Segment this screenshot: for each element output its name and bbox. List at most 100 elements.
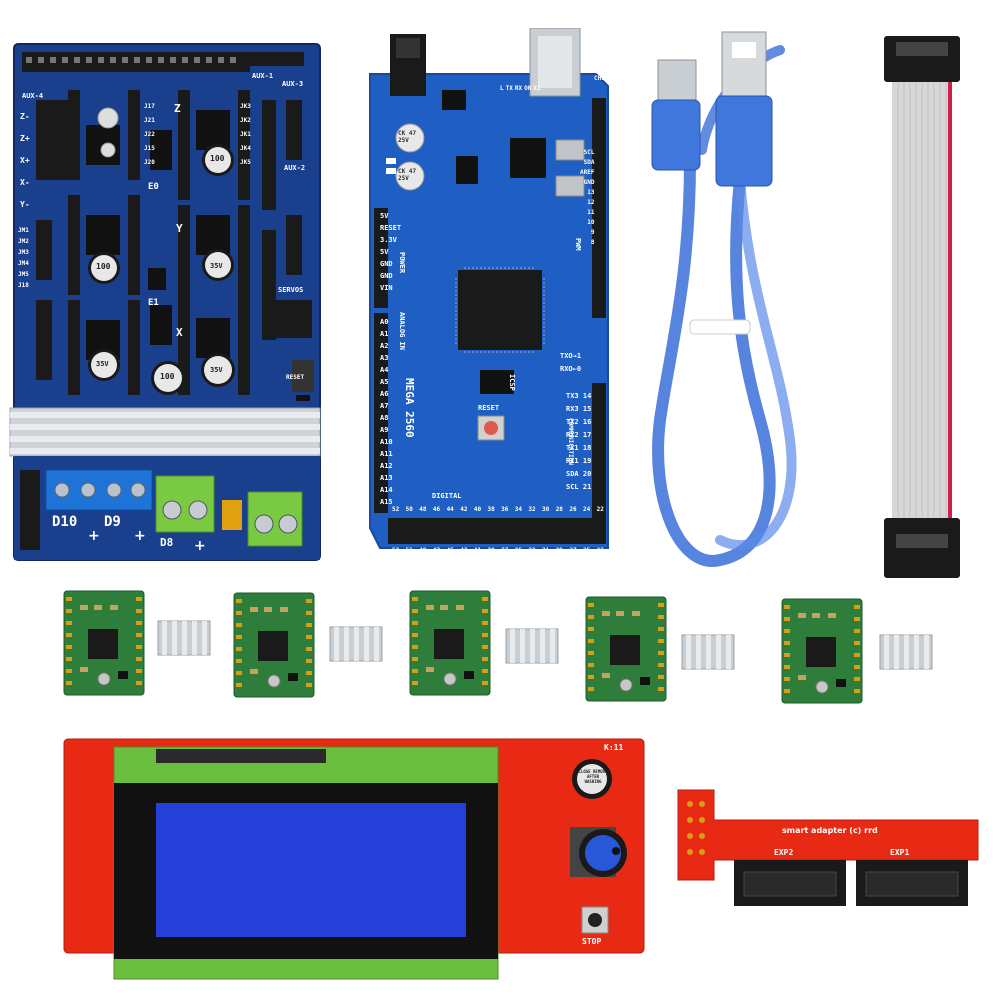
pin-label: 51 [405,547,413,554]
pin-label: 9 [590,229,595,236]
ramps-label-servos: SERVOS [278,286,304,294]
pin-label: 29 [555,547,563,554]
jumper-label: JM5 [18,271,29,278]
pin-label: 5V [380,248,389,256]
ramps-jumper-labels-mid: J17 J21 J22 J15 J20 [144,100,155,170]
ramps-jumper-labels: JM1 JM2 JM3 JM4 JM5 J18 [18,225,32,291]
ramps-jumper-labels-right: JK3 JK2 JK1 JK4 JK5 [240,100,251,170]
pin-label: 42 [460,506,468,513]
mega-txrx-pins: TXO→1 RXO←0 [560,350,581,376]
lcd-buzzer-label: CLOSE REMOVE AFTER WASHING [578,769,608,784]
mega-top-labels: L TX RX ON X1 [500,84,590,93]
pin-label: 46 [432,506,441,513]
pin-label: TXO→1 [560,352,582,360]
mega-bottom-pin-numbers-2: 53 51 49 47 45 43 41 39 37 35 33 31 29 2… [392,547,604,554]
smart-adapter: smart adapter (c) rrd EXP2 EXP1 [670,780,990,910]
pin-label: RX [514,85,523,92]
mega-comm-pins: TX3 14 RX3 15 TX2 16 RX2 17 TX1 18 RX1 1… [566,390,591,494]
ramps-label-aux3: AUX-3 [282,80,304,88]
ramps-cap-volt-3: 35V [210,366,223,374]
jumper-label: J18 [18,282,29,289]
lcd-kill-label: K:11 [604,743,624,752]
pin-label: SCL 21 [566,483,592,491]
jumper-label: J15 [144,145,155,152]
pin-label: 45 [446,547,454,554]
pin-label: A9 [380,426,389,434]
pin-label: A15 [380,498,393,506]
pin-label: RESET [380,224,402,232]
pin-label: A2 [380,342,389,350]
pin-label: SDA [583,159,595,166]
pin-label: 40 [473,506,482,513]
ramps-label-e0: E0 [148,182,159,192]
pin-label: TX1 18 [566,444,592,452]
pin-label: A14 [380,486,393,494]
jumper-label: J20 [144,159,155,166]
pin-label: 52 [392,506,400,513]
pin-label: 27 [569,547,577,554]
ramps-label-d9: D9 [104,514,121,530]
ramps-cap-value-2: 100 [160,372,175,381]
pin-label: 38 [487,506,495,513]
ribbon-cable [870,30,970,590]
ramps-label-xplus: X+ [20,156,30,165]
pin-label: 48 [419,506,427,513]
ramps-label-plus-3: + [194,538,206,554]
usb-cable [630,20,810,580]
ramps-cap-value-3: 100 [210,154,225,163]
pin-label: RX1 19 [566,457,592,465]
mega-right-top-pins: SCL SDA AREF GND 13 12 11 10 9 8 [580,148,594,248]
pin-label: ON [524,85,532,92]
pin-label: 30 [542,506,550,513]
ramps-label-yminus: Y- [20,200,30,209]
pin-label: 10 [587,219,595,226]
mega-reset-label: RESET [478,404,500,412]
pin-label: 26 [569,506,577,513]
pin-label: L [500,85,504,92]
jumper-label: J21 [144,117,155,124]
pin-label: 22 [596,506,604,513]
pin-label: 24 [582,506,591,513]
ramps-label-plus-2: + [134,528,146,544]
pin-label: 12 [587,199,595,206]
pin-label: RXO←0 [560,365,582,373]
jumper-label: JK1 [240,131,251,138]
jumper-label: JM2 [18,238,29,245]
pin-label: VIN [380,284,393,292]
lcd-controller: K:11 CLOSE REMOVE AFTER WASHING STOP [60,735,650,985]
pin-label: A11 [380,450,393,458]
ramps-label-zplus: Z+ [20,134,30,143]
adapter-exp1-label: EXP1 [890,848,910,857]
jumper-label: JK5 [240,159,251,166]
ramps-cap-volt-2: 35V [210,262,223,270]
pin-label: A12 [380,462,393,470]
mega-digital-label: DIGITAL [432,492,462,500]
ramps-label-aux2: AUX-2 [284,164,306,172]
pin-label: A8 [380,414,389,422]
jumper-label: JM3 [18,249,29,256]
pin-label: 35 [514,547,522,554]
pin-label: RX2 17 [566,431,592,439]
mega-cap2-label: CK 47 25V [398,168,417,182]
mega-made-in-label: MADE IN CHINA [594,68,620,82]
ramps-cap-value-1: 100 [96,262,111,271]
mega-power-pins: 5V RESET 3.3V 5V GND GND VIN [380,210,401,294]
pin-label: 8 [590,239,595,246]
pin-label: 37 [501,547,509,554]
pin-label: TX2 16 [566,418,592,426]
pin-label: TX3 14 [566,392,592,400]
ramps-label-aux4: AUX-4 [22,92,44,100]
mega-model-label: MEGA 2560 [403,378,416,438]
mega-cap1-label: CK 47 25V [398,130,417,144]
pin-label: A3 [380,354,389,362]
pin-label: AREF [580,169,595,176]
ramps-label-e1: E1 [148,298,159,308]
pin-label: RX3 15 [566,405,592,413]
pin-label: A6 [380,390,389,398]
pin-label: GND [380,260,393,268]
pin-label: A10 [380,438,393,446]
ramps-label-reset: RESET [286,374,305,381]
pin-label: 47 [432,547,441,554]
pin-label: A0 [380,318,389,326]
mega-board: MEGA 2560 MADE IN CHINA POWER ANALOG IN … [360,27,620,568]
